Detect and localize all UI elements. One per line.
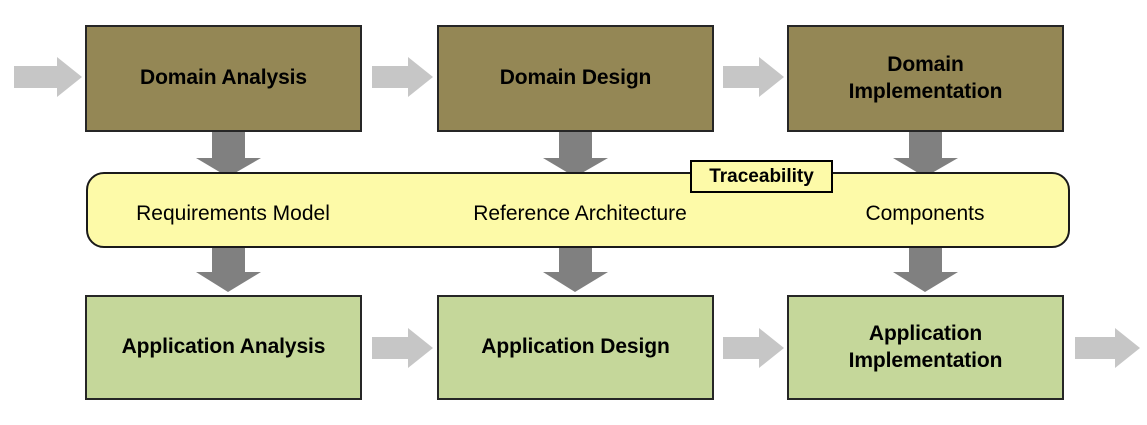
application-design-box[interactable]: Application Design [437, 295, 714, 400]
domain-design-label: Domain Design [499, 66, 652, 90]
application-design-label: Application Design [481, 335, 670, 359]
flow-in-domain-analysis-arrow [14, 57, 82, 97]
domain-implementation-box[interactable]: Domain Implementation [787, 25, 1064, 132]
traceability-callout[interactable]: Traceability [690, 160, 833, 193]
reference-architecture-label: Reference Architecture [473, 202, 687, 225]
derive-domain-implementation-to-components-arrow [893, 131, 958, 177]
domain-analysis-box[interactable]: Domain Analysis [85, 25, 362, 132]
application-analysis-label: Application Analysis [121, 335, 326, 359]
requirements-model-label: Requirements Model [136, 202, 330, 225]
application-implementation-box[interactable]: Application Implementation [787, 295, 1064, 400]
derive-components-to-application-implementation-arrow [893, 247, 958, 292]
flow-application-analysis-to-design-arrow [372, 328, 433, 368]
derive-requirements-model-to-application-analysis-arrow [196, 247, 261, 292]
derive-domain-analysis-to-requirements-model-arrow [196, 131, 261, 177]
domain-assets-band[interactable] [86, 172, 1070, 248]
domain-design-box[interactable]: Domain Design [437, 25, 714, 132]
application-implementation-label: Application Implementation [848, 321, 1003, 372]
components-label: Components [865, 202, 985, 225]
flow-out-application-implementation-arrow [1075, 328, 1140, 368]
flow-domain-analysis-to-design-arrow [372, 57, 433, 97]
application-analysis-box[interactable]: Application Analysis [85, 295, 362, 400]
derive-domain-design-to-reference-architecture-arrow [543, 131, 608, 177]
domain-implementation-label: Domain Implementation [848, 52, 1003, 103]
traceability-label: Traceability [709, 165, 814, 187]
domain-analysis-label: Domain Analysis [140, 66, 307, 90]
flow-domain-design-to-implementation-arrow [723, 57, 784, 97]
flow-application-design-to-implementation-arrow [723, 328, 784, 368]
derive-reference-architecture-to-application-design-arrow [543, 247, 608, 292]
